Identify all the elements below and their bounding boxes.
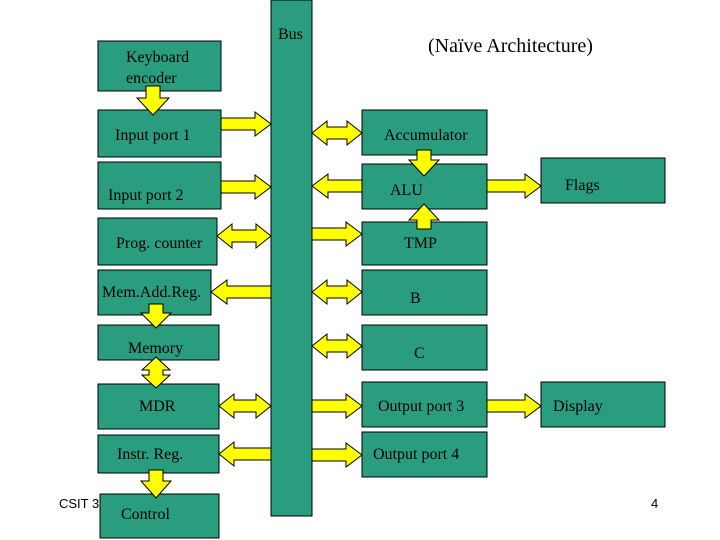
arrow-bus-to-tmp (311, 221, 363, 247)
output-port-3-block: Output port 3 (361, 381, 488, 428)
footer-course: CSIT 3 (59, 496, 99, 511)
bus-label: Bus (278, 26, 303, 43)
tmp-label: TMP (404, 235, 437, 252)
memory-label: Memory (128, 340, 183, 357)
input-port-2-label: Input port 2 (108, 187, 184, 204)
keyboard-encoder-block: Keyboard encoder (97, 40, 222, 92)
arrow-alu-to-bus (311, 173, 363, 199)
mdr-block: MDR (97, 383, 220, 430)
mdr-label: MDR (139, 398, 176, 415)
keyboard-encoder-label-line1: Keyboard (126, 49, 189, 66)
arrow-bus-accumulator (311, 119, 363, 147)
control-label: Control (121, 506, 170, 523)
arrow-bus-to-ir (218, 440, 272, 468)
arrow-mdr-bus (218, 392, 272, 420)
flags-block: Flags (540, 157, 666, 204)
arrow-bus-to-mar (210, 279, 272, 305)
mem-add-reg-label: Mem.Add.Reg. (102, 284, 201, 301)
b-block: B (361, 269, 488, 316)
input-port-1-label: Input port 1 (115, 127, 191, 144)
arrow-keyboard-to-input1 (135, 85, 171, 116)
arrow-bus-b (311, 278, 363, 306)
flags-label: Flags (565, 177, 600, 194)
mem-add-reg-block: Mem.Add.Reg. (97, 269, 212, 316)
diagram-title: (Naïve Architecture) (428, 35, 593, 57)
display-block: Display (540, 381, 666, 428)
arrow-progcounter-bus (216, 222, 272, 250)
alu-label: ALU (390, 182, 423, 199)
arrow-bus-to-output4 (311, 442, 363, 468)
arrow-alu-to-flags (486, 173, 542, 199)
output-port-4-block: Output port 4 (361, 431, 488, 478)
arrow-input2-to-bus (220, 174, 272, 200)
accumulator-label: Accumulator (384, 127, 468, 144)
instr-reg-label: Instr. Reg. (117, 446, 183, 463)
input-port-2-block: Input port 2 (97, 161, 222, 210)
arrow-bus-to-output3 (311, 393, 363, 419)
arrow-input1-to-bus (220, 111, 272, 137)
prog-counter-block: Prog. counter (97, 217, 218, 266)
arrow-ir-to-control (139, 469, 173, 499)
output-port-3-label: Output port 3 (378, 398, 464, 415)
footer-page-number: 4 (651, 496, 658, 511)
arrow-accumulator-to-alu (407, 149, 441, 177)
c-label: C (414, 345, 425, 362)
arrow-mar-to-memory (139, 303, 173, 329)
output-port-4-label: Output port 4 (373, 446, 459, 463)
keyboard-encoder-label: Keyboard encoder (126, 49, 193, 87)
keyboard-encoder-label-line2: encoder (126, 70, 177, 87)
prog-counter-label: Prog. counter (116, 235, 203, 252)
arrow-output3-to-display (486, 393, 542, 419)
c-block: C (361, 324, 488, 371)
accumulator-block: Accumulator (361, 109, 488, 156)
bus: Bus (270, 0, 313, 517)
control-block: Control (99, 493, 220, 539)
arrow-memory-mdr (140, 356, 172, 389)
arrow-bus-c (311, 332, 363, 360)
arrow-tmp-to-alu (407, 203, 441, 230)
instr-reg-block: Instr. Reg. (97, 434, 220, 474)
input-port-1-block: Input port 1 (97, 109, 222, 158)
display-label: Display (553, 398, 603, 415)
memory-block: Memory (97, 324, 220, 361)
b-label: B (410, 290, 421, 307)
